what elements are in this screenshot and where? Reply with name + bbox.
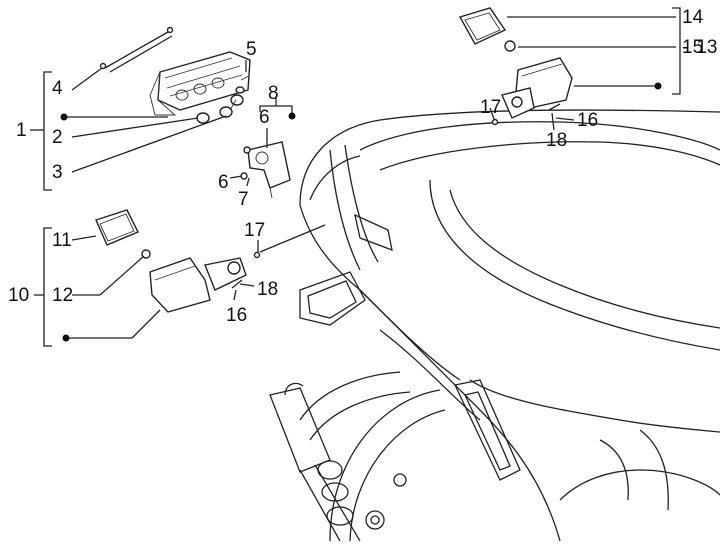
callout-16-upper: 16 xyxy=(577,110,599,131)
callout-18-upper: 18 xyxy=(546,130,568,151)
callout-1: 1 xyxy=(16,120,27,141)
callout-7: 7 xyxy=(238,189,249,210)
callout-6-upper: 6 xyxy=(259,107,270,128)
right-turn-signal xyxy=(458,7,573,126)
tail-light-assembly xyxy=(99,26,251,124)
callout-12: 12 xyxy=(52,285,74,306)
lens-cover-11 xyxy=(95,209,139,246)
license-bracket xyxy=(240,141,291,199)
leader-dots xyxy=(60,82,662,342)
callout-13: -13 xyxy=(682,37,718,58)
scooter-body-outline xyxy=(269,109,720,542)
callout-16-lower: 16 xyxy=(226,305,248,326)
callout-3: 3 xyxy=(52,162,63,183)
callout-18-lower: 18 xyxy=(257,279,279,300)
leader-lines xyxy=(30,7,681,347)
callout-13-number: 13 xyxy=(696,37,718,58)
left-turn-signal xyxy=(95,209,261,313)
callout-8: 8 xyxy=(268,83,279,104)
callout-2: 2 xyxy=(52,127,63,148)
callout-11: 11 xyxy=(52,230,72,251)
callout-17-lower: 17 xyxy=(244,220,266,241)
lens-cover-14 xyxy=(458,7,507,45)
rear-reflector xyxy=(299,271,366,326)
callout-4: 4 xyxy=(52,78,63,99)
callout-15: 15 xyxy=(682,37,704,58)
indicator-housing-left xyxy=(149,257,211,313)
rear-wheel xyxy=(329,389,441,542)
callout-5: 5 xyxy=(246,39,257,60)
callout-17-upper: 17 xyxy=(480,97,502,118)
seat-outline xyxy=(359,121,720,151)
callout-10: 10 xyxy=(8,285,30,306)
callout-6-lower: 6 xyxy=(218,172,229,193)
callout-14: 14 xyxy=(682,7,704,28)
